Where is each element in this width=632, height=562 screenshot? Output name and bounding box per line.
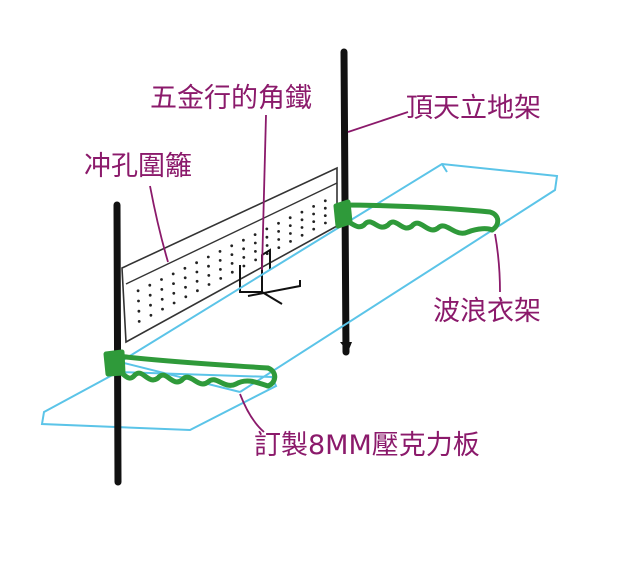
perforation-hole bbox=[254, 258, 257, 262]
perforation-hole bbox=[242, 256, 246, 259]
perforation-hole bbox=[300, 233, 304, 237]
perforation-hole bbox=[171, 272, 175, 276]
perforation-hole bbox=[300, 226, 304, 229]
perforation-hole bbox=[265, 244, 269, 247]
perforation-hole bbox=[312, 205, 315, 208]
perforation-hole bbox=[207, 264, 210, 268]
perforation-hole bbox=[300, 210, 304, 214]
label-wave-hanger: 波浪衣架 bbox=[433, 296, 541, 327]
perforation-hole bbox=[160, 297, 164, 301]
perforation-hole bbox=[148, 283, 152, 287]
perforation-hole bbox=[195, 270, 199, 274]
perforation-hole bbox=[289, 232, 292, 235]
leader-angle-iron bbox=[261, 114, 267, 271]
perforation-hole bbox=[207, 274, 211, 277]
perforation-hole bbox=[323, 199, 327, 203]
perforation-hole bbox=[137, 299, 140, 303]
label-acrylic-board: 訂製8MM壓克力板 bbox=[254, 430, 480, 461]
perforation-hole bbox=[207, 283, 211, 286]
perforation-hole bbox=[230, 270, 234, 274]
perforation-hole bbox=[218, 259, 222, 262]
perforation-hole bbox=[288, 224, 292, 228]
leader-board bbox=[239, 393, 265, 433]
perforation-hole bbox=[312, 227, 316, 231]
perforation-hole bbox=[277, 246, 281, 250]
perforation-hole bbox=[149, 313, 153, 317]
perforation-hole bbox=[254, 250, 257, 253]
perforation-hole bbox=[277, 221, 280, 225]
perforation-hole bbox=[289, 240, 292, 243]
perforation-hole bbox=[312, 212, 315, 216]
perforation-hole bbox=[265, 235, 269, 239]
perforation-hole bbox=[323, 206, 327, 210]
perforation-hole bbox=[230, 253, 234, 256]
perforation-hole bbox=[253, 241, 257, 245]
perforation-hole bbox=[161, 307, 164, 311]
wave-hanger-left bbox=[103, 349, 278, 389]
perforation-hole bbox=[242, 247, 246, 251]
perforation-hole bbox=[219, 268, 222, 271]
perforation-hole bbox=[242, 238, 245, 242]
label-angle-iron: 五金行的角鐵 bbox=[150, 83, 312, 114]
leader-hanger bbox=[494, 233, 501, 293]
perforation-hole bbox=[218, 250, 222, 253]
perforation-hole bbox=[323, 214, 327, 218]
perforation-hole bbox=[312, 220, 316, 224]
leader-mesh bbox=[149, 185, 169, 263]
perforation-hole bbox=[183, 276, 187, 280]
perforation-hole bbox=[196, 289, 199, 293]
perforation-hole bbox=[172, 282, 175, 285]
left-pole bbox=[113, 201, 122, 486]
perforation-hole bbox=[137, 309, 141, 313]
perforation-hole bbox=[160, 278, 163, 281]
perforation-hole bbox=[183, 266, 187, 270]
perforation-hole bbox=[288, 216, 292, 220]
perforation-hole bbox=[324, 221, 327, 225]
leader-lines bbox=[149, 111, 501, 433]
perforation-hole bbox=[253, 233, 257, 237]
perforation-hole bbox=[277, 230, 280, 233]
perforation-hole bbox=[172, 301, 176, 305]
perforation-hole bbox=[148, 293, 152, 297]
perforation-hole bbox=[149, 303, 152, 307]
label-mesh-panel: 冲孔圍籬 bbox=[84, 151, 192, 182]
perforated-panel bbox=[121, 166, 338, 344]
upper-acrylic-board bbox=[119, 162, 559, 393]
perforation-hole bbox=[277, 238, 281, 241]
perforation-hole bbox=[184, 295, 188, 299]
perforation-hole bbox=[172, 291, 176, 295]
perforation-hole bbox=[160, 288, 164, 291]
perforation-hole bbox=[195, 261, 199, 265]
perforation-hole bbox=[300, 218, 304, 222]
label-pole: 頂天立地架 bbox=[406, 93, 541, 124]
perforation-hole bbox=[136, 289, 140, 293]
perforation-hole bbox=[230, 244, 234, 248]
perforation-hole bbox=[219, 277, 223, 280]
perforation-hole bbox=[265, 227, 269, 231]
wave-hanger-right bbox=[333, 199, 501, 236]
perforation-hole bbox=[242, 264, 246, 268]
perforation-hole bbox=[230, 262, 234, 265]
perforation-hole bbox=[137, 320, 141, 323]
perforation-hole bbox=[184, 285, 187, 289]
perforation-hole bbox=[206, 255, 210, 259]
perforation-hole bbox=[195, 279, 199, 283]
leader-pole bbox=[347, 111, 409, 133]
